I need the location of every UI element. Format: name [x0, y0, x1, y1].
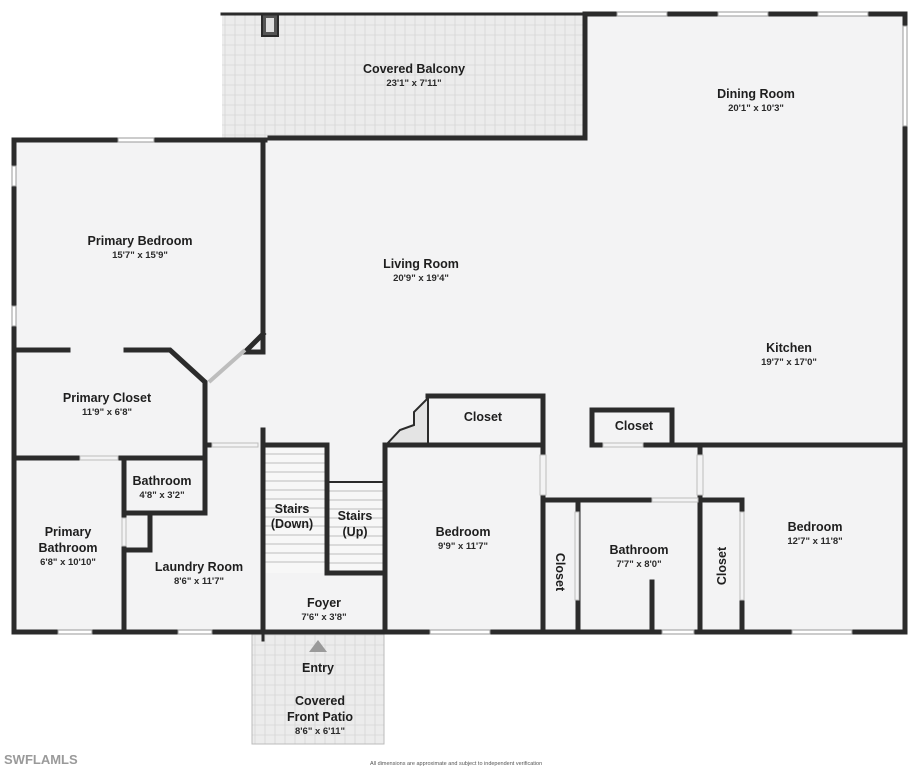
foyer-name: Foyer — [307, 596, 341, 610]
dining-room-name: Dining Room — [717, 87, 795, 101]
closet-center-name: Closet — [464, 410, 503, 424]
watermark: SWFLAMLS — [4, 752, 78, 767]
covered-balcony-name: Covered Balcony — [363, 62, 465, 76]
dining-room-dims: 20'1" x 10'3" — [728, 103, 784, 114]
covered-front-patio-line2: Front Patio — [287, 710, 353, 724]
disclaimer: All dimensions are approximate and subje… — [370, 761, 542, 767]
living-room-name: Living Room — [383, 257, 459, 271]
primary-bedroom-dims: 15'7" x 15'9" — [112, 250, 168, 261]
bedroom-right-dims: 12'7" x 11'8" — [787, 536, 842, 547]
living-room-dims: 20'9" x 19'4" — [393, 273, 449, 284]
bathroom-center-name: Bathroom — [609, 543, 668, 557]
closet-vertical-left-name: Closet — [553, 553, 567, 592]
kitchen-name: Kitchen — [766, 341, 812, 355]
kitchen-dims: 19'7" x 17'0" — [761, 357, 817, 368]
bedroom-right-name: Bedroom — [788, 520, 843, 534]
stairs-down-treads — [265, 445, 325, 573]
interior-floor — [14, 14, 905, 632]
primary-bedroom-name: Primary Bedroom — [88, 234, 193, 248]
bedroom-center-name: Bedroom — [436, 525, 491, 539]
closet-right-name: Closet — [615, 419, 654, 433]
primary-closet-dims: 11'9" x 6'8" — [82, 407, 132, 418]
stairs-down-line1: Stairs — [275, 502, 310, 516]
bathroom-small-dims: 4'8" x 3'2" — [139, 490, 184, 501]
covered-front-patio-dims: 8'6" x 6'11" — [295, 726, 345, 737]
primary-bathroom-line1: Primary — [45, 525, 92, 539]
stairs-up-line2: (Up) — [343, 525, 368, 539]
laundry-room-name: Laundry Room — [155, 560, 243, 574]
windows — [11, 11, 908, 635]
bathroom-center-dims: 7'7" x 8'0" — [616, 559, 661, 570]
entry-name: Entry — [302, 661, 334, 675]
covered-balcony-dims: 23'1" x 7'11" — [386, 78, 441, 89]
foyer-dims: 7'6" x 3'8" — [301, 612, 346, 623]
bathroom-small-name: Bathroom — [132, 474, 191, 488]
primary-bathroom-dims: 6'8" x 10'10" — [40, 557, 96, 568]
stairs-up-line1: Stairs — [338, 509, 373, 523]
bedroom-center-dims: 9'9" x 11'7" — [438, 541, 488, 552]
stairs-up-treads — [327, 482, 383, 573]
laundry-room-dims: 8'6" x 11'7" — [174, 576, 224, 587]
stairs-down-line2: (Down) — [271, 517, 313, 531]
closet-vertical-right-name: Closet — [715, 546, 729, 585]
entry-arrow-icon — [309, 640, 327, 652]
primary-closet-name: Primary Closet — [63, 391, 152, 405]
covered-front-patio-line1: Covered — [295, 694, 345, 708]
walls — [11, 11, 908, 642]
primary-bathroom-line2: Bathroom — [38, 541, 97, 555]
covered-balcony-paving — [222, 14, 585, 138]
